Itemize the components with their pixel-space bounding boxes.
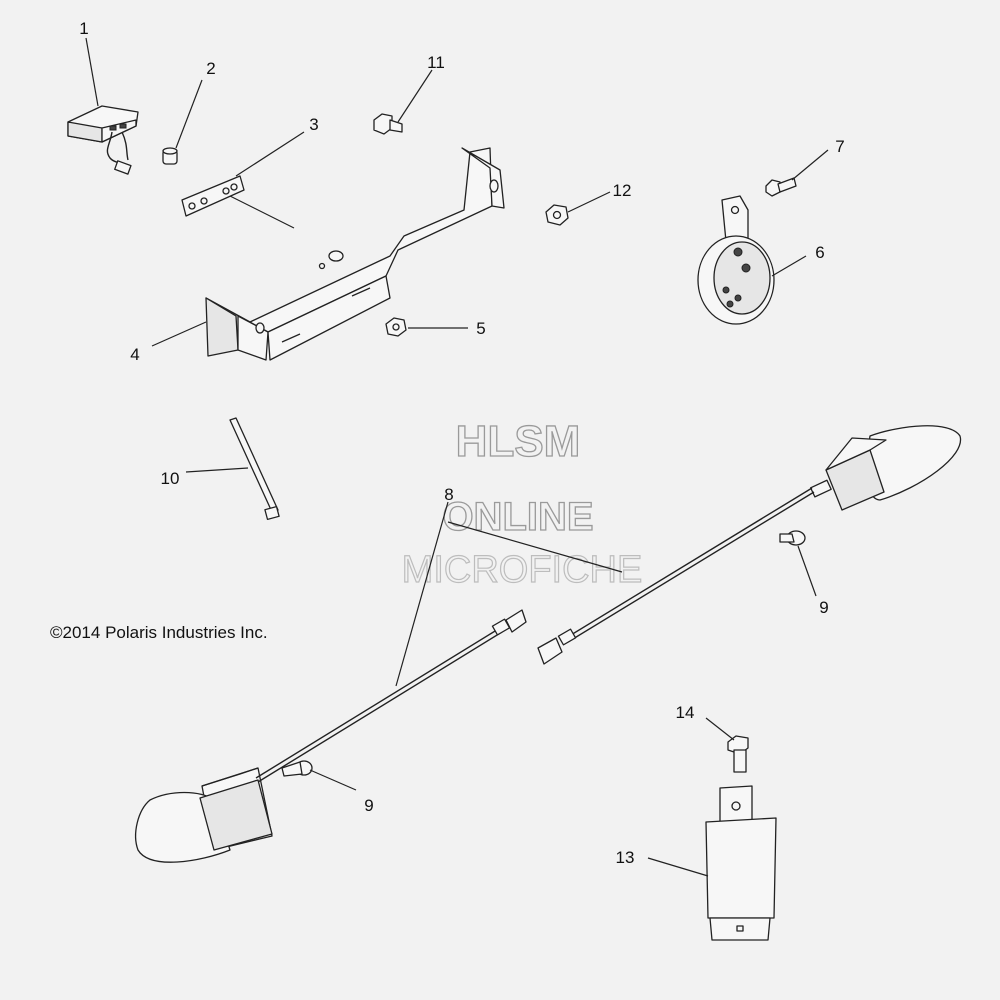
callout-8: 8 [444,485,453,504]
part-9-screw-right [779,530,806,546]
callout-9-right: 9 [819,598,828,617]
callout-9-left: 9 [364,796,373,815]
callout-3: 3 [309,115,318,134]
callout-1: 1 [79,19,88,38]
part-8-turn-signal-right [537,425,962,665]
watermark-line3: MICROFICHE [402,549,643,591]
watermark: HLSM ONLINE MICROFICHE [401,416,643,591]
callout-6: 6 [815,243,824,262]
part-10-cable-tie [229,417,280,521]
part-6-horn [697,195,775,325]
callout-4: 4 [130,345,139,364]
callout-12: 12 [613,181,632,200]
part-1-plate-light [67,105,139,175]
part-11-bolt [373,113,403,135]
callout-10: 10 [161,469,180,488]
part-8-turn-signal-left [135,609,527,863]
watermark-line2: ONLINE [442,495,593,539]
callout-14: 14 [676,703,695,722]
part-9-screw-left [281,760,313,777]
callout-7: 7 [835,137,844,156]
part-7-bolt [765,177,797,197]
callouts: 1 2 3 4 5 6 7 8 9 9 10 11 12 13 14 [79,19,844,867]
part-2-spacer [162,147,178,165]
callout-11: 11 [427,53,445,72]
part-4-bracket [205,147,505,361]
part-3-plate [181,175,245,217]
part-12-nut [545,204,569,226]
leader-lines [85,37,829,877]
part-13-relay [705,785,777,941]
part-5-nut [385,317,407,337]
callout-2: 2 [206,59,215,78]
watermark-line1: HLSM [456,417,581,466]
part-14-bolt [727,735,749,773]
copyright-text: ©2014 Polaris Industries Inc. [50,623,268,642]
callout-5: 5 [476,319,485,338]
callout-13: 13 [616,848,635,867]
